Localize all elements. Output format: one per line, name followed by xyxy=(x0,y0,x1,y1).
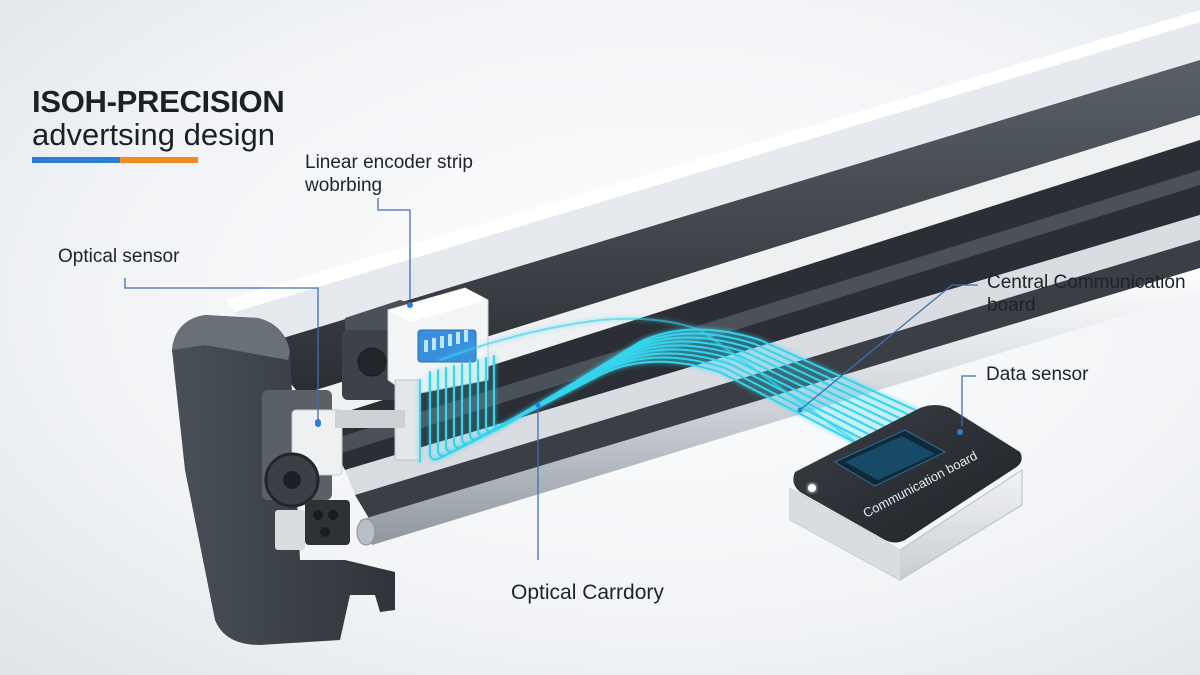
callout-central-board: Central Communication board xyxy=(987,271,1186,317)
callout-central-line1: Central Communication xyxy=(987,272,1186,293)
leader-lines xyxy=(124,198,978,560)
board-top xyxy=(793,405,1022,543)
middle-light-rail xyxy=(300,115,1200,420)
callout-linear-encoder-line2: wobrbing xyxy=(305,175,383,196)
signal-fibers xyxy=(419,317,925,463)
leader-data-sensor xyxy=(961,375,976,426)
title-accent-orange xyxy=(120,157,198,163)
upper-dark-channel xyxy=(260,60,1200,395)
leader-encoder xyxy=(377,198,411,300)
title-accent-blue xyxy=(32,157,120,163)
status-led xyxy=(957,429,963,435)
guide-rod xyxy=(360,268,1200,545)
title-line-1: ISOH-PRECISION xyxy=(32,84,285,119)
callout-central-line2: board xyxy=(987,295,1036,316)
callout-optical-carrdory: Optical Carrdory xyxy=(511,581,664,604)
title-line-2: advertsing design xyxy=(32,117,275,152)
leader-optical-sensor xyxy=(124,278,319,420)
leader-central xyxy=(799,284,978,411)
bottom-light-rail xyxy=(345,215,1200,495)
callout-linear-encoder-line1: Linear encoder strip xyxy=(305,152,473,173)
callout-optical-sensor: Optical sensor xyxy=(58,246,180,267)
end-frame xyxy=(172,315,395,645)
callout-data-sensor: Data sensor xyxy=(986,364,1089,385)
callout-linear-encoder: Linear encoder strip wobrbing xyxy=(305,151,473,197)
